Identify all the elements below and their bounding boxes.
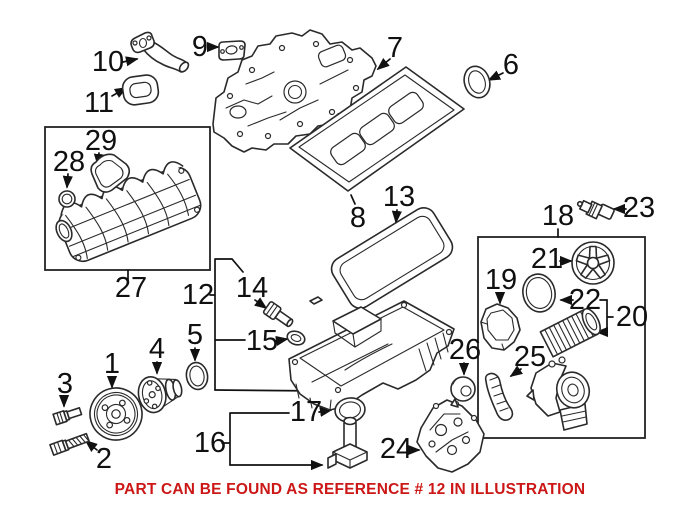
callout-labels: 1 2 3 4 5 6 7 8 9 10 11 12 13 14 15 16 1…: [53, 31, 655, 475]
oil-pan-gasket-drawing: [330, 207, 454, 309]
callout-14: 14: [236, 272, 268, 304]
callout-28: 28: [53, 146, 85, 178]
leader-13: [391, 209, 403, 224]
callout-4: 4: [149, 333, 165, 365]
callout-26: 26: [449, 334, 481, 366]
valve-cover-drawing: [212, 29, 377, 153]
drain-plug-drawing: [262, 301, 294, 328]
filter-element-drawing: [539, 307, 601, 358]
callout-8: 8: [350, 202, 366, 234]
oil-filter-group-box: [477, 236, 646, 439]
callout-10: 10: [92, 46, 124, 78]
callout-20: 20: [616, 301, 648, 333]
callout-19: 19: [485, 264, 517, 296]
tensioner-25-drawing: [484, 372, 514, 421]
callout-11: 11: [84, 87, 114, 119]
leader-lines: [58, 41, 627, 471]
crank-pulley-drawing: [89, 387, 143, 441]
leader-6: [487, 70, 504, 81]
leader-2: [84, 439, 98, 452]
gasket-29-drawing: [90, 153, 131, 193]
breather-pipe-drawing: [130, 31, 190, 73]
seal-5-drawing: [185, 361, 209, 391]
callout-6: 6: [503, 49, 519, 81]
callout-16: 16: [194, 427, 226, 459]
leader-25: [509, 365, 523, 377]
leader-7: [376, 58, 391, 71]
seal-ring-6-drawing: [463, 65, 491, 99]
callout-7: 7: [387, 32, 403, 64]
seal-15-drawing: [286, 330, 306, 346]
bolt-3-drawing: [52, 407, 83, 426]
callout-29: 29: [85, 125, 117, 157]
valve-cover-gasket-drawing: [289, 66, 465, 192]
filter-cap-drawing: [571, 241, 615, 285]
bolt-2-drawing: [49, 432, 90, 456]
callout-27: 27: [115, 272, 147, 304]
callout-18: 18: [542, 200, 574, 232]
leader-15: [275, 335, 289, 346]
callout-24: 24: [380, 433, 412, 465]
sensor-23-drawing: [576, 199, 615, 220]
oring-28-drawing: [58, 190, 76, 208]
bracket-12: [209, 258, 246, 391]
bracket-16: [221, 412, 290, 466]
bracket-24-drawing: [416, 399, 485, 473]
leader-8: [350, 194, 356, 205]
reference-note: PART CAN BE FOUND AS REFERENCE # 12 IN I…: [115, 481, 586, 498]
profile-gasket-11-drawing: [121, 74, 160, 106]
oring-22-drawing: [522, 273, 556, 313]
part-drawings: [49, 29, 615, 473]
gasket-9-drawing: [218, 40, 246, 61]
oil-pan-drawing: [288, 296, 455, 411]
cover-19-drawing: [480, 303, 521, 351]
callout-25: 25: [514, 341, 546, 373]
bracket-20: [599, 299, 614, 333]
oil-level-sensor-drawing: [327, 416, 368, 469]
callout-21: 21: [531, 243, 563, 275]
callout-9: 9: [192, 31, 208, 63]
filter-housing-drawing: [526, 356, 591, 431]
coupling-4-drawing: [137, 376, 183, 414]
leader-10: [122, 56, 139, 67]
plug-26-drawing: [450, 376, 476, 408]
leader-14: [254, 297, 268, 309]
leader-28: [62, 173, 73, 189]
callout-12: 12: [182, 279, 214, 311]
callout-5: 5: [187, 319, 203, 351]
callout-15: 15: [246, 325, 278, 357]
callout-23: 23: [623, 192, 655, 224]
callout-1: 1: [104, 348, 120, 380]
callout-2: 2: [96, 443, 112, 475]
callout-17: 17: [290, 396, 322, 428]
callout-22: 22: [569, 284, 601, 316]
callout-3: 3: [57, 368, 73, 400]
callout-13: 13: [383, 181, 415, 213]
